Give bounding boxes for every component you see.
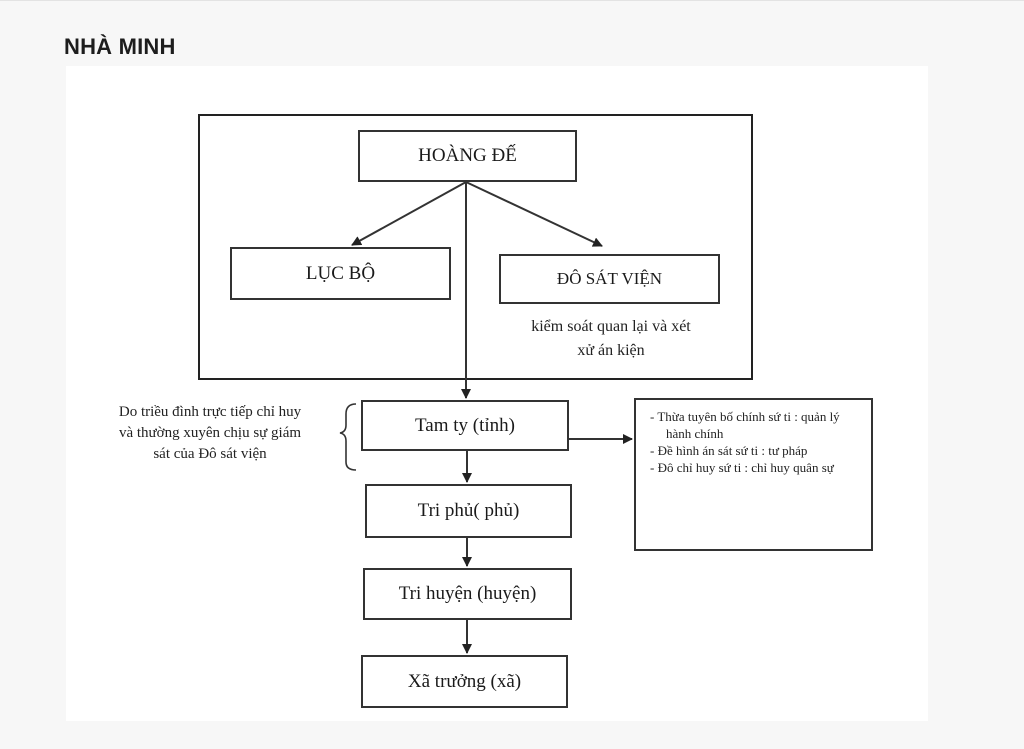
arrow-emperor-to-censorate (465, 181, 603, 247)
top-divider (0, 0, 1024, 1)
node-district: Tri huyện (huyện) (363, 568, 572, 620)
censorate-note-line: xử án kiện (577, 342, 645, 359)
node-emperor: HOÀNG ĐẾ (358, 130, 577, 182)
province-note-line: sát của Đô sát viện (153, 446, 267, 462)
page-title: NHÀ MINH (64, 34, 176, 59)
province-note-line: và thường xuyên chịu sự giám (118, 425, 302, 441)
node-censorate: ĐÔ SÁT VIỆN (499, 254, 720, 304)
node-prefecture: Tri phủ( phủ) (365, 484, 572, 538)
province-offices-box: - Thừa tuyên bố chính sứ ti : quản lý hà… (634, 398, 873, 551)
brace-icon (339, 403, 357, 471)
province-note: Do triều đình trực tiếp chỉ huy và thườn… (76, 402, 344, 465)
node-six-ministries: LỤC BỘ (230, 247, 451, 300)
province-note-line: Do triều đình trực tiếp chỉ huy (118, 404, 302, 420)
office-item: - Thừa tuyên bố chính sứ ti : quản lý hà… (650, 409, 840, 441)
censorate-note: kiểm soát quan lại và xét xử án kiện (492, 315, 730, 363)
arrow-emperor-to-ministries (351, 181, 467, 246)
office-item: - Đô chỉ huy sứ ti : chỉ huy quân sự (650, 460, 834, 475)
censorate-note-line: kiểm soát quan lại và xét (531, 318, 691, 335)
office-item: - Đề hình án sát sứ ti : tư pháp (650, 443, 808, 458)
central-government-frame (198, 114, 753, 380)
node-province: Tam ty (tỉnh) (361, 400, 569, 451)
node-commune: Xã trưởng (xã) (361, 655, 568, 708)
